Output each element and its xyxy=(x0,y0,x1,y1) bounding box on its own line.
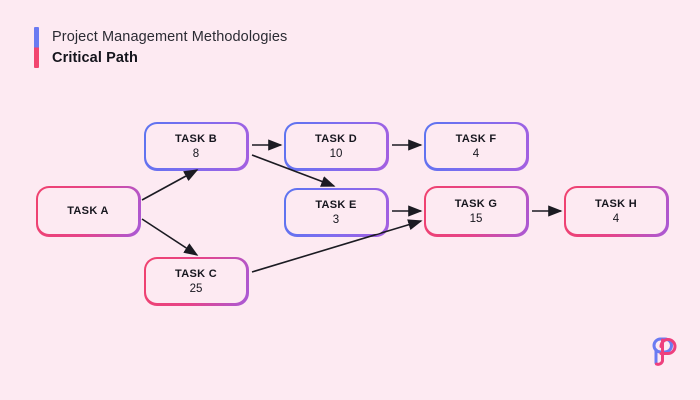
page-title: Critical Path xyxy=(52,50,138,66)
task-node-duration: 25 xyxy=(189,282,203,295)
task-node-b[interactable]: TASK B 8 xyxy=(143,121,249,171)
task-node-duration: 3 xyxy=(332,213,340,226)
header-subtitle: Project Management Methodologies xyxy=(52,29,288,45)
edge-a-to-c xyxy=(141,218,199,256)
edge-a-to-b xyxy=(141,169,199,201)
task-node-label: TASK F xyxy=(455,132,497,145)
header-text: Project Management Methodologies Critica… xyxy=(52,27,287,68)
task-node-g[interactable]: TASK G 15 xyxy=(423,185,529,237)
task-node-label: TASK B xyxy=(175,132,217,145)
task-node-label: TASK G xyxy=(454,197,498,210)
task-node-a[interactable]: TASK A xyxy=(35,185,141,237)
task-node-label: TASK D xyxy=(315,132,357,145)
task-node-duration: 15 xyxy=(469,212,483,225)
task-node-label: TASK A xyxy=(67,205,109,217)
task-node-duration: 4 xyxy=(612,212,620,225)
logo-blue-loop xyxy=(652,337,673,365)
task-node-label: TASK C xyxy=(175,267,217,280)
brand-logo xyxy=(648,336,682,370)
header: Project Management Methodologies Critica… xyxy=(34,27,287,68)
task-node-e[interactable]: TASK E 3 xyxy=(283,187,389,237)
task-node-c[interactable]: TASK C 25 xyxy=(143,256,249,306)
task-node-duration: 10 xyxy=(329,147,343,160)
task-node-d[interactable]: TASK D 10 xyxy=(283,121,389,171)
task-node-label: TASK H xyxy=(595,197,637,210)
logo-pink-loop xyxy=(655,337,677,366)
task-node-h[interactable]: TASK H 4 xyxy=(563,185,669,237)
task-node-duration: 4 xyxy=(472,147,480,160)
task-node-label: TASK E xyxy=(315,198,357,211)
task-node-duration: 8 xyxy=(192,147,200,160)
accent-bar xyxy=(34,27,39,68)
task-node-f[interactable]: TASK F 4 xyxy=(423,121,529,171)
